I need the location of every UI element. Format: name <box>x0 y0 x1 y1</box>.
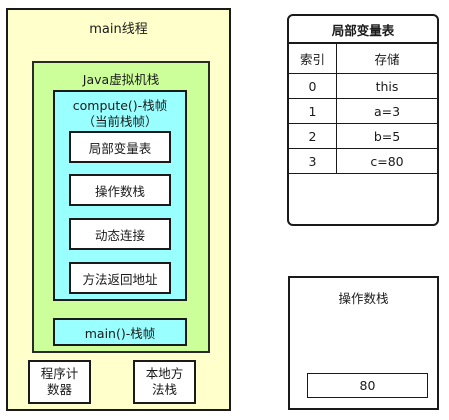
row-index: 1 <box>289 99 337 123</box>
row-value: c=80 <box>370 153 404 169</box>
row-value: a=3 <box>373 103 401 119</box>
native-method-stack-box: 本地方 法栈 <box>133 360 196 404</box>
operand-stack-box: 操作数栈 80 <box>288 276 439 410</box>
main-frame-box: main()-栈帧 <box>53 318 187 346</box>
value-header: 存储 <box>374 52 400 67</box>
table-row: 1 a=3 <box>289 99 437 124</box>
jvm-stack-title: Java虚拟机栈 <box>82 72 160 87</box>
table-row: 3 c=80 <box>289 149 437 174</box>
compute-frame-box: compute()-栈帧 （当前栈帧） 局部变量表 操作数栈 动态连接 方法返回… <box>53 90 187 301</box>
operand-stack-item: 操作数栈 <box>69 174 171 206</box>
compute-frame-subtitle: （当前栈帧） <box>82 114 158 129</box>
return-address-item: 方法返回地址 <box>69 262 171 294</box>
table-row: 2 b=5 <box>289 124 437 149</box>
jvm-stack-box: Java虚拟机栈 compute()-栈帧 （当前栈帧） 局部变量表 操作数栈 … <box>32 61 210 353</box>
index-header: 索引 <box>289 44 337 73</box>
row-value: b=5 <box>373 128 401 144</box>
local-variable-table-title: 局部变量表 <box>289 16 437 44</box>
row-index: 0 <box>289 74 337 98</box>
operand-stack-value: 80 <box>307 373 428 398</box>
row-index: 3 <box>289 149 337 173</box>
table-row: 0 this <box>289 74 437 99</box>
main-thread-title: main线程 <box>89 22 148 37</box>
table-header-row: 索引 存储 <box>289 44 437 74</box>
row-index: 2 <box>289 124 337 148</box>
row-value: this <box>375 78 399 94</box>
native-stack-line-1: 本地方 <box>145 366 184 381</box>
native-stack-line-2: 法栈 <box>151 382 177 397</box>
dynamic-linking-item: 动态连接 <box>69 218 171 250</box>
main-thread-box: main线程 Java虚拟机栈 compute()-栈帧 （当前栈帧） 局部变量… <box>6 8 231 411</box>
pc-register-line-1: 程序计 <box>40 366 79 381</box>
compute-frame-title: compute()-栈帧 <box>72 98 168 113</box>
pc-register-line-2: 数器 <box>46 382 72 397</box>
operand-stack-title: 操作数栈 <box>338 291 389 306</box>
pc-register-box: 程序计 数器 <box>28 360 91 404</box>
local-var-table-item: 局部变量表 <box>69 131 171 163</box>
local-variable-table: 局部变量表 索引 存储 0 this 1 a=3 2 b=5 3 c=80 <box>287 14 439 226</box>
